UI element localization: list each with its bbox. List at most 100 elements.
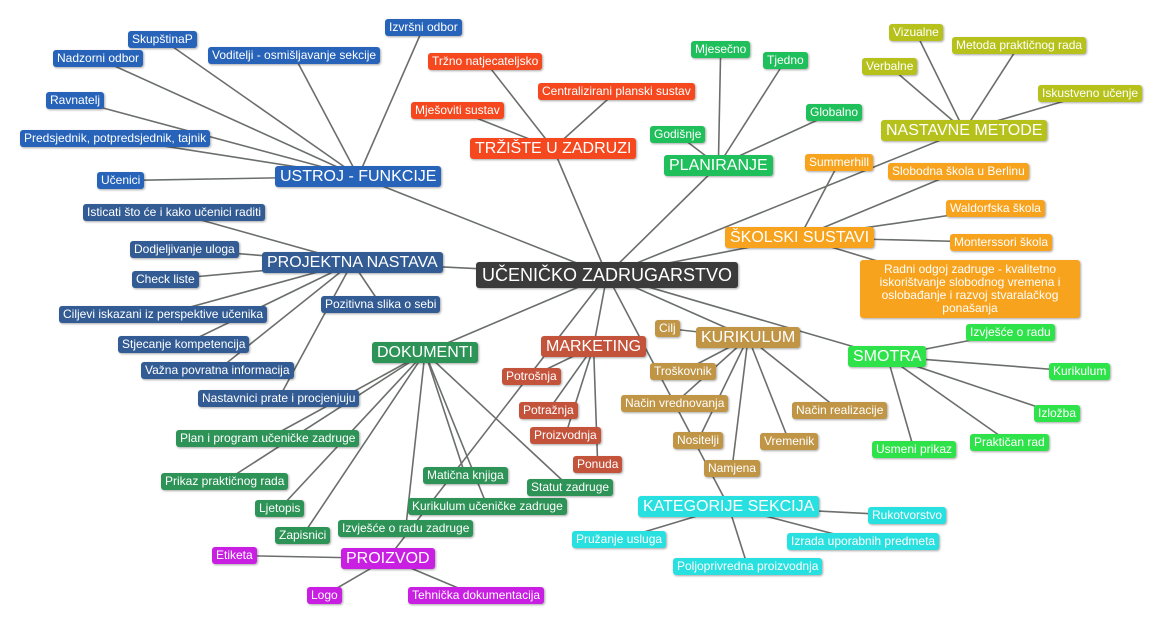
topic-mjesoviti-sustav[interactable]: Mješoviti sustav	[411, 102, 504, 119]
branch-trziste[interactable]: TRŽIŠTE U ZADRUZI	[470, 138, 637, 159]
branch-proizvod[interactable]: PROIZVOD	[341, 548, 435, 569]
topic-ciljevi-iskazani-iz-perspektive-ucenika[interactable]: Ciljevi iskazani iz perspektive učenika	[59, 306, 268, 323]
connector-line	[886, 356, 915, 450]
topic-vremenik[interactable]: Vremenik	[760, 433, 819, 450]
topic-maticna-knjiga[interactable]: Matična knjiga	[423, 467, 508, 484]
connector-line	[357, 175, 608, 276]
connector-line	[889, 65, 965, 132]
topic-voditelji-osmisljavanje-sekcije[interactable]: Voditelji - osmišljavanje sekcije	[208, 47, 381, 64]
topic-waldorfska-skola[interactable]: Waldorfska škola	[946, 200, 1045, 217]
connector-line	[606, 164, 719, 276]
topic-statut-zadruge[interactable]: Statut zadruge	[527, 479, 614, 496]
topic-izlozba[interactable]: Izložba	[1034, 405, 1081, 422]
topic-nacin-realizacije[interactable]: Način realizacije	[792, 402, 888, 419]
connector-line	[697, 337, 749, 441]
topic-nadzorni-odbor[interactable]: Nadzorni odbor	[53, 50, 144, 67]
topic-praktican-rad[interactable]: Praktičan rad	[970, 434, 1049, 451]
topic-centralizirani-planski-sustav[interactable]: Centralizirani planski sustav	[538, 83, 695, 100]
connector-line	[424, 352, 467, 476]
topic-mjesecno[interactable]: Mjesečno	[691, 41, 751, 58]
topic-iskustveno-ucenje[interactable]: Iskustveno učenje	[1038, 85, 1143, 102]
connector-line	[606, 274, 888, 358]
topic-ucenici[interactable]: Učenici	[97, 172, 145, 189]
branch-smotra[interactable]: SMOTRA	[848, 346, 927, 367]
topic-metoda-prakticnog-rada[interactable]: Metoda praktičnog rada	[952, 37, 1087, 54]
topic-verbalne[interactable]: Verbalne	[862, 58, 918, 75]
connector-line	[547, 346, 595, 411]
topic-nositelji[interactable]: Nositelji	[673, 432, 724, 449]
topic-cilj[interactable]: Cilj	[655, 320, 680, 337]
topic-nacin-vrednovanja[interactable]: Način vrednovanja	[621, 395, 729, 412]
connector-line	[564, 346, 595, 436]
connector-line	[717, 49, 722, 166]
topic-rukotvorstvo[interactable]: Rukotvorstvo	[868, 507, 947, 524]
connector-line	[302, 352, 426, 536]
topic-tehnicka-dokumentacija[interactable]: Tehnička dokumentacija	[408, 587, 545, 604]
connector-line	[74, 99, 359, 178]
topic-pruzanje-usluga[interactable]: Pružanje usluga	[572, 531, 667, 548]
branch-kategorije[interactable]: KATEGORIJE SEKCIJA	[638, 496, 820, 517]
connector-line	[357, 27, 425, 177]
topic-prikaz-prakticnog-rada[interactable]: Prikaz praktičnog rada	[161, 473, 289, 490]
connector-line	[717, 60, 787, 166]
connector-line	[963, 45, 1020, 131]
topic-monterssori-skola[interactable]: Monterssori škola	[950, 234, 1053, 251]
topic-nastavnici-prate-i-procjenjuju[interactable]: Nastavnici prate i procjenjuju	[198, 390, 360, 407]
topic-pozitivna-slika-o-sebi[interactable]: Pozitivna slika o sebi	[321, 296, 441, 313]
topic-kurikulum[interactable]: Kurikulum	[1049, 363, 1111, 380]
topic-zapisnici[interactable]: Zapisnici	[275, 527, 331, 544]
central-topic[interactable]: UČENIČKO ZADRUGARSTVO	[476, 262, 739, 288]
connector-line	[886, 355, 1010, 444]
topic-ponuda[interactable]: Ponuda	[573, 456, 623, 473]
topic-check-liste[interactable]: Check liste	[132, 271, 199, 288]
topic-globalno[interactable]: Globalno	[806, 104, 863, 121]
topic-potrosnja[interactable]: Potrošnja	[502, 368, 561, 385]
topic-isticati-sto-ce-i-kako-ucenici-raditi[interactable]: Isticati što će i kako učenici raditi	[83, 204, 266, 221]
branch-skolski[interactable]: ŠKOLSKI SUSTAVI	[725, 227, 875, 248]
connector-line	[224, 351, 426, 483]
topic-ljetopis[interactable]: Ljetopis	[255, 500, 305, 517]
topic-etiketa[interactable]: Etiketa	[212, 547, 257, 564]
topic-godisnje[interactable]: Godišnje	[650, 126, 706, 143]
branch-kurikulum[interactable]: KURIKULUM	[696, 327, 801, 348]
topic-dodjeljivanje-uloga[interactable]: Dodjeljivanje uloga	[130, 241, 239, 258]
topic-izvjesce-o-radu-zadruge[interactable]: Izvješće o radu zadruge	[338, 520, 474, 537]
topic-trzno-natjecateljsko[interactable]: Tržno natjecateljsko	[428, 53, 543, 70]
topic-slobodna-skola-u-berlinu[interactable]: Slobodna škola u Berlinu	[888, 163, 1029, 180]
topic-vizualne[interactable]: Vizualne	[889, 24, 943, 41]
topic-izvjesce-o-radu[interactable]: Izvješće o radu	[966, 324, 1055, 341]
topic-poljoprivredna-proizvodnja[interactable]: Poljoprivredna proizvodnja	[673, 558, 823, 575]
topic-vazna-povratna-informacija[interactable]: Važna povratna informacija	[141, 362, 294, 379]
topic-izvrsni-odbor[interactable]: Izvršni odbor	[385, 19, 462, 36]
topic-radni-odgoj-zadruge-kvalitetno-iskoristv[interactable]: Radni odgoj zadruge - kvalitetno iskoriš…	[860, 260, 1080, 318]
branch-ustroj[interactable]: USTROJ - FUNKCIJE	[275, 166, 442, 187]
connector-line	[606, 129, 965, 276]
topic-namjena[interactable]: Namjena	[704, 460, 761, 477]
topic-logo[interactable]: Logo	[307, 587, 342, 604]
connector-line	[747, 337, 790, 442]
connector-line	[915, 32, 965, 131]
connector-line	[183, 261, 353, 346]
topic-stjecanje-kompetencija[interactable]: Stjecanje kompetencija	[118, 336, 250, 353]
topic-proizvodnja[interactable]: Proizvodnja	[530, 427, 601, 444]
topic-izrada-uporabnih-predmeta[interactable]: Izrada uporabnih predmeta	[787, 533, 940, 550]
branch-marketing[interactable]: MARKETING	[541, 336, 647, 357]
topic-skupstinap[interactable]: SkupštinaP	[128, 31, 197, 48]
topic-kurikulum-ucenicke-zadruge[interactable]: Kurikulum učeničke zadruge	[408, 498, 567, 515]
topic-usmeni-prikaz[interactable]: Usmeni prikaz	[872, 441, 957, 458]
branch-projektna[interactable]: PROJEKTNA NASTAVA	[262, 252, 443, 273]
topic-summerhill[interactable]: Summerhill	[805, 154, 874, 171]
branch-metode[interactable]: NASTAVNE METODE	[881, 120, 1048, 141]
topic-plan-i-program-ucenicke-zadruge[interactable]: Plan i program učeničke zadruge	[176, 430, 360, 447]
branch-dokumenti[interactable]: DOKUMENTI	[372, 342, 478, 363]
topic-predsjednik-potpredsjednik-tajnik[interactable]: Predsjednik, potpredsjednik, tajnik	[20, 130, 211, 147]
connector-line	[484, 61, 554, 149]
topic-ravnatelj[interactable]: Ravnatelj	[46, 92, 105, 109]
branch-planiranje[interactable]: PLANIRANJE	[664, 155, 773, 176]
connector-line	[799, 170, 959, 239]
topic-troskovnik[interactable]: Troškovnik	[650, 363, 716, 380]
topic-potraznja[interactable]: Potražnja	[519, 402, 578, 419]
topic-tjedno[interactable]: Tjedno	[763, 52, 808, 69]
connector-line	[161, 38, 359, 178]
